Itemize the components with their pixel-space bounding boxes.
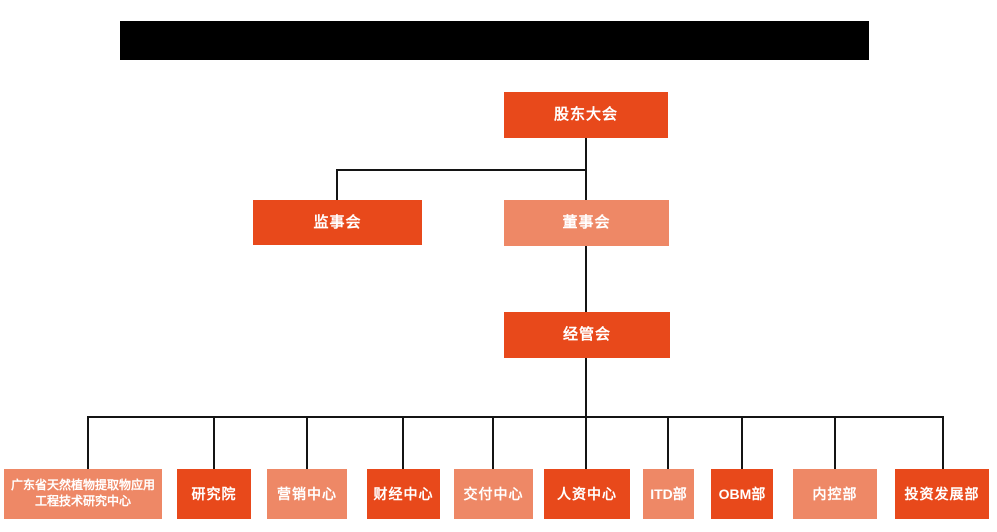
connector-top-horizontal <box>336 169 587 171</box>
connector-board-down <box>585 169 587 200</box>
connector-drop-research-center <box>87 416 89 469</box>
connector-drop-delivery-center <box>492 416 494 469</box>
org-node-delivery-center: 交付中心 <box>454 469 533 519</box>
org-node-supervisory-board: 监事会 <box>253 200 422 245</box>
org-node-investment-development-department: 投资发展部 <box>895 469 989 519</box>
org-node-itd-department: ITD部 <box>643 469 694 519</box>
connector-management-down <box>585 358 587 417</box>
connector-drop-finance-center <box>402 416 404 469</box>
connector-drop-itd-dept <box>667 416 669 469</box>
org-node-guangdong-plant-extract-research-center: 广东省天然植物提取物应用工程技术研究中心 <box>4 469 162 519</box>
org-node-research-institute: 研究院 <box>177 469 251 519</box>
connector-drop-research-institute <box>213 416 215 469</box>
org-node-internal-control-department: 内控部 <box>793 469 877 519</box>
connector-drop-hr-center <box>585 416 587 469</box>
connector-bottom-horizontal <box>87 416 944 418</box>
org-node-finance-center: 财经中心 <box>367 469 440 519</box>
connector-drop-obm-dept <box>741 416 743 469</box>
connector-board-management <box>585 246 587 312</box>
org-node-marketing-center: 营销中心 <box>267 469 347 519</box>
redacted-title-block <box>120 21 869 60</box>
org-node-obm-department: OBM部 <box>711 469 773 519</box>
connector-drop-investment-dept <box>942 416 944 469</box>
connector-supervisory-down <box>336 169 338 200</box>
org-node-shareholders-meeting: 股东大会 <box>504 92 668 138</box>
connector-root-down <box>585 138 587 171</box>
connector-drop-internal-control-dept <box>834 416 836 469</box>
connector-drop-marketing-center <box>306 416 308 469</box>
org-node-hr-center: 人资中心 <box>544 469 630 519</box>
org-node-board-of-directors: 董事会 <box>504 200 669 246</box>
org-node-management-committee: 经管会 <box>504 312 670 358</box>
